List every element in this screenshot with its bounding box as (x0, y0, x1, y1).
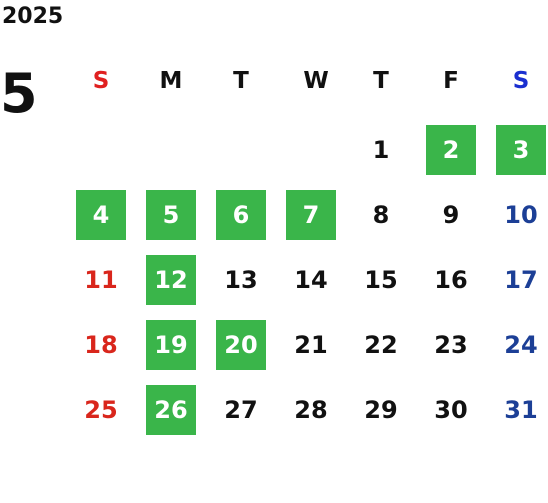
day-cell-11: 11 (84, 266, 118, 294)
day-cell-18: 18 (84, 331, 118, 359)
weekday-sat: S (512, 68, 530, 94)
day-cell-12: 12 (146, 255, 196, 305)
day-cell-4: 4 (76, 190, 126, 240)
day-cell-9: 9 (442, 201, 460, 229)
day-cell-16: 16 (434, 266, 468, 294)
day-cell-1: 1 (372, 136, 390, 164)
day-cell-21: 21 (294, 331, 328, 359)
year-label: 2025 (2, 4, 64, 29)
weekday-mon: M (159, 68, 183, 94)
day-cell-6: 6 (216, 190, 266, 240)
day-cell-29: 29 (364, 396, 398, 424)
day-cell-26: 26 (146, 385, 196, 435)
day-cell-3: 3 (496, 125, 546, 175)
month-label: 5 (0, 62, 38, 125)
day-cell-24: 24 (504, 331, 538, 359)
day-cell-28: 28 (294, 396, 328, 424)
day-cell-25: 25 (84, 396, 118, 424)
day-cell-31: 31 (504, 396, 538, 424)
day-cell-20: 20 (216, 320, 266, 370)
day-cell-17: 17 (504, 266, 538, 294)
day-cell-10: 10 (504, 201, 538, 229)
day-cell-13: 13 (224, 266, 258, 294)
day-cell-5: 5 (146, 190, 196, 240)
weekday-tue: T (233, 68, 249, 94)
day-cell-19: 19 (146, 320, 196, 370)
weekday-thu: T (373, 68, 389, 94)
day-cell-23: 23 (434, 331, 468, 359)
day-cell-30: 30 (434, 396, 468, 424)
day-cell-22: 22 (364, 331, 398, 359)
weekday-fri: F (443, 68, 459, 94)
day-cell-7: 7 (286, 190, 336, 240)
weekday-sun: S (92, 68, 110, 94)
day-cell-14: 14 (294, 266, 328, 294)
weekday-wed: W (303, 68, 329, 94)
day-cell-8: 8 (372, 201, 390, 229)
day-cell-27: 27 (224, 396, 258, 424)
day-cell-15: 15 (364, 266, 398, 294)
day-cell-2: 2 (426, 125, 476, 175)
